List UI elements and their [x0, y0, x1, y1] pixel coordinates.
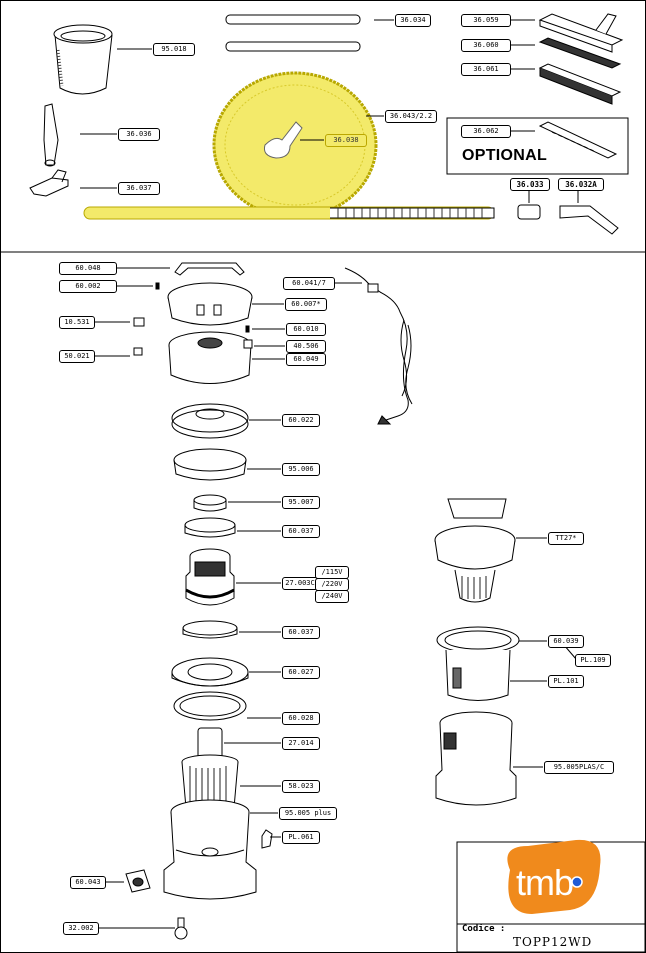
codice-value: TOPP12WD: [513, 935, 593, 949]
part-small-clips: [133, 282, 253, 356]
part-60037-seal-b: [182, 620, 238, 639]
label-50021[interactable]: 50.021: [59, 350, 95, 363]
label-PL101[interactable]: PL.101: [548, 675, 584, 688]
part-95005-tank: [163, 799, 257, 900]
part-36043-hose-coil: [212, 71, 378, 219]
label-95005PLAS[interactable]: 95.005PLAS/C: [544, 761, 614, 774]
label-60027[interactable]: 60.027: [282, 666, 320, 679]
label-32002[interactable]: 32.002: [63, 922, 99, 935]
optional-box: [446, 117, 629, 175]
label-36033[interactable]: 36.033: [510, 178, 550, 191]
label-36037[interactable]: 36.037: [118, 182, 160, 195]
part-36034-tubes: [225, 14, 361, 52]
part-PL061-latch: [261, 829, 273, 849]
label-27003C[interactable]: 27.003C: [282, 577, 318, 590]
part-60041-cable: [344, 267, 413, 425]
codice-label: Codice :: [462, 924, 506, 934]
leader-lines-bottom: [92, 267, 577, 929]
label-95005-plus[interactable]: 95.005 plus: [279, 807, 337, 820]
label-60002[interactable]: 60.002: [59, 280, 117, 293]
part-60028-gasket: [173, 691, 247, 721]
label-36032A[interactable]: 36.032A: [558, 178, 604, 191]
label-240V[interactable]: /240V: [315, 590, 349, 603]
part-60027-flange: [171, 657, 249, 687]
part-95007-ring: [193, 494, 227, 512]
label-60028[interactable]: 60.028: [282, 712, 320, 725]
part-60022-plate: [171, 403, 249, 439]
logo-wordmark: tmb: [516, 862, 574, 903]
label-60010[interactable]: 60.010: [286, 323, 326, 336]
label-36038[interactable]: 36.038: [325, 134, 367, 147]
label-36059[interactable]: 36.059: [461, 14, 511, 27]
label-36043[interactable]: 36.043/2.2: [385, 110, 437, 123]
optional-title: OPTIONAL: [462, 147, 548, 164]
leader-lines-top: [80, 19, 579, 203]
label-60037-b[interactable]: 60.037: [282, 626, 320, 639]
label-36061[interactable]: 36.061: [461, 63, 511, 76]
label-58023[interactable]: 58.023: [282, 780, 320, 793]
part-60037-seal-a: [184, 517, 236, 538]
part-36059-floor-tool: [538, 13, 624, 53]
label-60049[interactable]: 60.049: [286, 353, 326, 366]
label-60037-a[interactable]: 60.037: [282, 525, 320, 538]
part-60048-handle: [174, 262, 245, 276]
label-PL061[interactable]: PL.061: [282, 831, 320, 844]
label-40506[interactable]: 40.506: [286, 340, 326, 353]
part-60043-bracket: [125, 869, 151, 893]
label-95018[interactable]: 95.018: [153, 43, 195, 56]
label-60007[interactable]: 60.007*: [285, 298, 327, 311]
label-36036[interactable]: 36.036: [118, 128, 160, 141]
part-36032A-bend: [559, 205, 619, 235]
part-32002-caster: [174, 917, 188, 940]
part-95018-filter-bag: [53, 24, 113, 95]
part-36036-crevice-tool: [43, 103, 59, 167]
part-36033-reducer: [517, 204, 541, 220]
label-TT27[interactable]: TT27*: [548, 532, 584, 545]
label-60022[interactable]: 60.022: [282, 414, 320, 427]
part-36062-adapter: [538, 121, 618, 159]
part-TT27-tank-assembly: [434, 498, 516, 603]
label-10531[interactable]: 10.531: [59, 316, 95, 329]
label-95006[interactable]: 95.006: [282, 463, 320, 476]
label-36034[interactable]: 36.034: [395, 14, 431, 27]
label-PL109[interactable]: PL.109: [575, 654, 611, 667]
part-36060-brush-strip: [538, 37, 622, 69]
part-hose-straight: [83, 206, 495, 220]
label-27014[interactable]: 27.014: [282, 737, 320, 750]
title-block: [456, 841, 646, 953]
part-60007-cover: [167, 282, 253, 326]
part-60039-filter-basket: [436, 626, 520, 701]
label-36060[interactable]: 36.060: [461, 39, 511, 52]
part-95005PLAS-tank: [435, 711, 517, 806]
part-36061-squeegee: [538, 63, 622, 105]
part-60049-motor-head: [168, 331, 252, 384]
tmb-logo: [507, 839, 601, 914]
part-36037-nozzle: [29, 169, 69, 197]
label-60048[interactable]: 60.048: [59, 262, 117, 275]
label-95007[interactable]: 95.007: [282, 496, 320, 509]
label-60039[interactable]: 60.039: [548, 635, 584, 648]
label-36062[interactable]: 36.062: [461, 125, 511, 138]
label-60043[interactable]: 60.043: [70, 876, 106, 889]
label-60041[interactable]: 60.041/7: [283, 277, 335, 290]
part-95006-gasket: [173, 448, 247, 481]
part-27003C-motor: [185, 548, 235, 606]
